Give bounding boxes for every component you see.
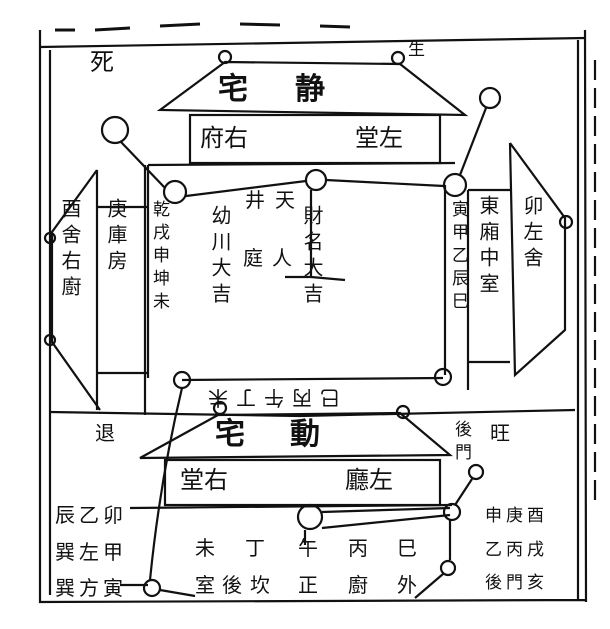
courtyard-hall-b: 人 [272,246,292,270]
lower-house [120,387,485,599]
courtyard-well-a: 井 [245,188,265,212]
courtyard-hall-a: 庭 [243,246,263,270]
lower-right-row-1: 申庚酉 [485,506,548,526]
divider-line [49,408,576,418]
court-bottom-3: 坎 [250,573,270,597]
courtyard-left-column: 幼川大吉 [208,205,232,309]
label-back-door: 後門 [451,420,471,466]
court-bottom-2: 後 [222,573,242,597]
upper-left-room: 府右 [200,124,248,152]
court-bottom-6: 外 [397,573,417,597]
lower-roof-char-1: 宅 [215,417,245,452]
left-wing-inner: 乾戌申坤未 [149,200,169,315]
lower-right-room: 廳左 [345,466,393,494]
left-wing-middle: 庚庫房 [104,198,128,276]
left-wing [50,165,147,415]
outer-frame [38,22,597,604]
court-top-4: 丙 [348,536,368,560]
right-wing-outer: 卯左舍 [520,195,544,273]
lower-left-room: 堂右 [180,466,228,494]
lower-left-row-1: 辰乙卯 [55,503,127,527]
label-life: 生 [408,40,425,60]
courtyard-right-column: 財名大吉 [300,205,324,309]
court-top-1: 未 [195,536,215,560]
upper-roof-char-2: 静 [295,72,325,107]
court-top-3: 午 [298,536,318,560]
court-bottom-4: 正 [298,573,318,597]
lower-right-row-2: 乙丙戌 [485,540,548,560]
left-wing-outer: 酉舍右廚 [58,198,82,302]
right-wing [43,142,574,390]
lower-roof-char-2: 動 [290,417,320,452]
gate-row: 巳丙午丁未 [200,386,340,410]
court-top-5: 巳 [397,536,417,560]
label-prosper: 旺 [490,421,510,445]
court-top-2: 丁 [245,536,265,560]
label-retreat: 退 [95,421,115,445]
upper-roof-char-1: 宅 [218,72,248,107]
lower-left-row-2: 巽左甲 [55,540,127,564]
courtyard-well-b: 天 [275,188,295,212]
courtyard [100,86,502,390]
right-wing-middle: 東廂中室 [476,195,500,299]
upper-right-room: 堂左 [355,124,403,152]
right-wing-inner: 寅甲乙辰巳 [448,200,468,315]
court-bottom-5: 廚 [348,573,368,597]
court-bottom-1: 室 [195,573,215,597]
lower-left-row-3: 巽方寅 [55,576,127,600]
lower-right-row-3: 後門亥 [485,573,548,593]
label-death: 死 [90,48,114,76]
